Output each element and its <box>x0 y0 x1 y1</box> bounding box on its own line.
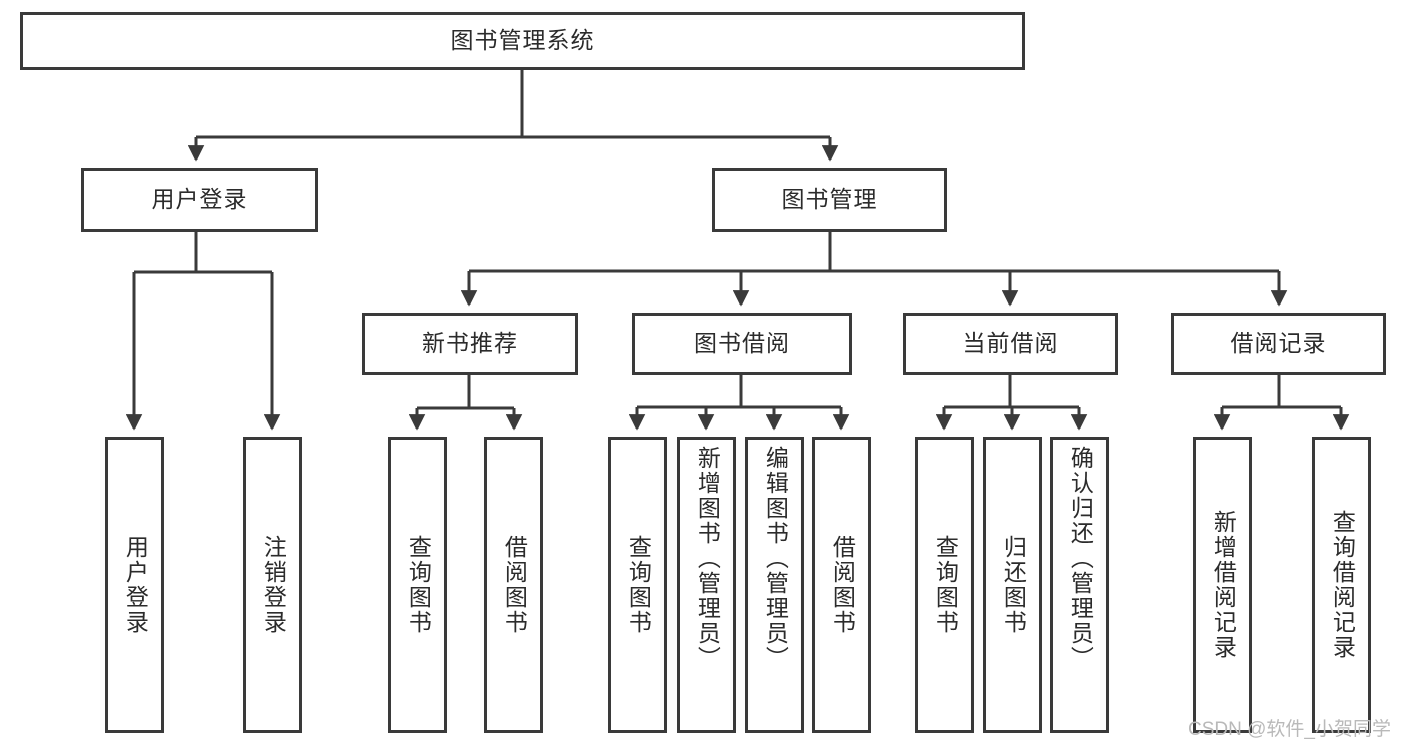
node-root-system[interactable]: 图书管理系统 <box>20 12 1025 70</box>
leaf-add-borrow-record[interactable]: 新增借阅记录 <box>1193 437 1252 733</box>
node-borrow-record[interactable]: 借阅记录 <box>1171 313 1386 375</box>
leaf-query-book-borrow[interactable]: 查询图书 <box>608 437 667 733</box>
node-current-borrow[interactable]: 当前借阅 <box>903 313 1118 375</box>
node-book-management[interactable]: 图书管理 <box>712 168 947 232</box>
leaf-borrow-book-rec[interactable]: 借阅图书 <box>484 437 543 733</box>
node-book-borrow[interactable]: 图书借阅 <box>632 313 852 375</box>
leaf-logout[interactable]: 注销登录 <box>243 437 302 733</box>
leaf-return-book[interactable]: 归还图书 <box>983 437 1042 733</box>
leaf-borrow-book[interactable]: 借阅图书 <box>812 437 871 733</box>
leaf-confirm-return-admin[interactable]: 确认归还（管理员） <box>1050 437 1109 733</box>
leaf-edit-book-admin[interactable]: 编辑图书（管理员） <box>745 437 804 733</box>
leaf-query-book-rec[interactable]: 查询图书 <box>388 437 447 733</box>
watermark-text: CSDN @软件_小贺同学 <box>1188 719 1391 740</box>
leaf-user-login[interactable]: 用户登录 <box>105 437 164 733</box>
node-user-login[interactable]: 用户登录 <box>81 168 318 232</box>
leaf-query-book-current[interactable]: 查询图书 <box>915 437 974 733</box>
node-new-book-recommend[interactable]: 新书推荐 <box>362 313 578 375</box>
leaf-add-book-admin[interactable]: 新增图书（管理员） <box>677 437 736 733</box>
leaf-query-borrow-record[interactable]: 查询借阅记录 <box>1312 437 1371 733</box>
